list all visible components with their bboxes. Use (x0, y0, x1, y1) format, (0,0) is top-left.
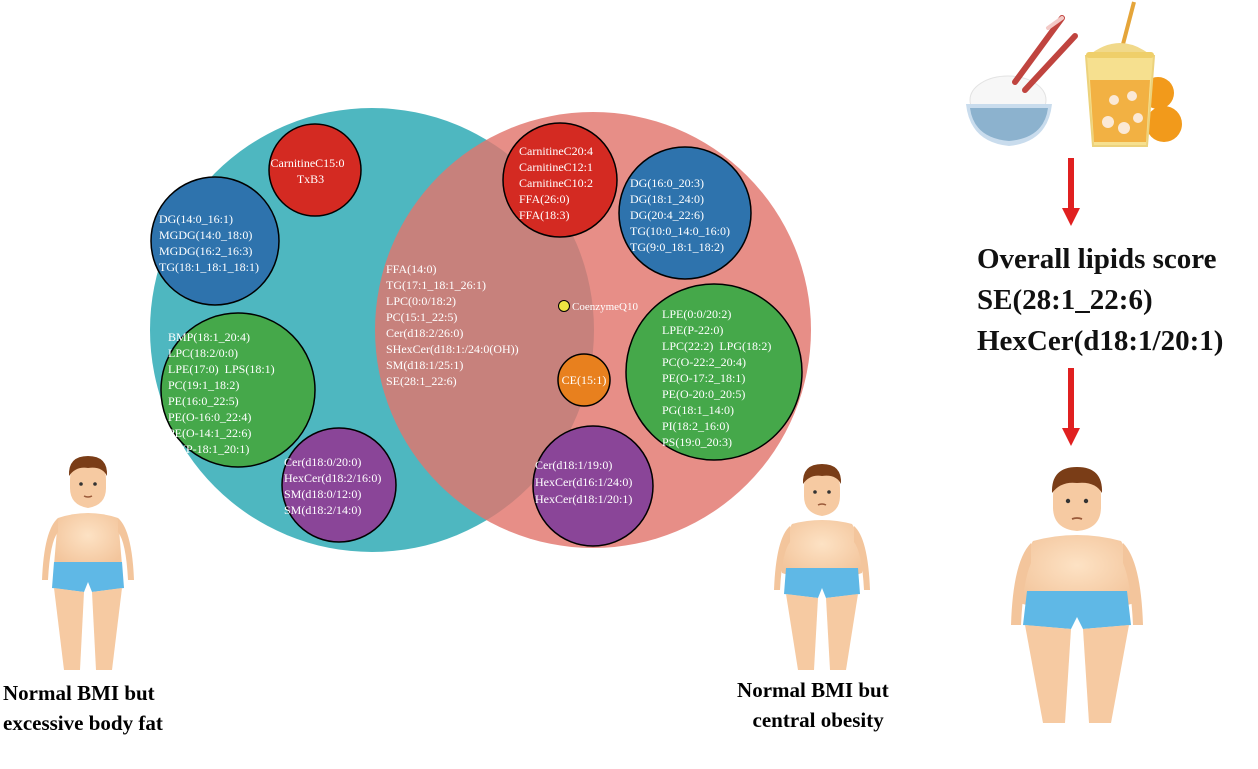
right-green-labels: LPE(0:0/20:2) LPE(P-22:0) LPC(22:2) LPG(… (0, 0, 786, 449)
left-red-cluster (268, 123, 362, 217)
lipid-label: TG(17:1_18:1_26:1) (386, 278, 486, 292)
score-title: Overall lipids score (977, 243, 1217, 275)
left-purple-labels: Cer(d18:0/20:0) HexCer(d18:2/16:0) SM(d1… (0, 0, 396, 517)
lipid-label: SE(28:1_22:6) (386, 374, 457, 388)
lipid-label: TG(18:1_18:1_18:1) (159, 260, 259, 274)
down-arrow-icon (1062, 158, 1080, 226)
left-blue-labels: DG(14:0_16:1) MGDG(14:0_18:0) MGDG(16:2_… (0, 0, 268, 274)
lipid-label: CarnitineC10:2 (519, 176, 593, 190)
left-red-labels: CarnitineC15:0 TxB3 (0, 0, 360, 186)
right-orange-label: CE(15:1) (562, 373, 607, 387)
lipid-label: PE(O-20:0_20:5) (662, 387, 745, 401)
person-obese-icon (1011, 467, 1143, 723)
lipid-label: LPE(17:0) LPS(18:1) (168, 362, 275, 376)
right-green-cluster (625, 283, 803, 461)
lipid-label: FFA(18:3) (519, 208, 569, 222)
right-red-cluster (502, 122, 618, 238)
lipid-label: Cer(d18:0/20:0) (284, 455, 361, 469)
person-central-obesity-icon (774, 464, 870, 670)
left-green-labels: BMP(18:1_20:4) LPC(18:2/0:0) LPE(17:0) L… (0, 0, 290, 456)
right-red-labels: CarnitineC20:4 CarnitineC12:1 CarnitineC… (0, 0, 608, 222)
lipid-label: LPC(22:2) LPG(18:2) (662, 339, 771, 353)
lipid-label: PS(19:0_20:3) (662, 435, 732, 449)
lipid-label: PG(18:1_14:0) (662, 403, 734, 417)
left-green-cluster (160, 312, 316, 468)
lipid-label: PI(18:2_16:0) (662, 419, 729, 433)
lipid-label: CarnitineC20:4 (519, 144, 593, 158)
bubble-tea-icon (1084, 1, 1182, 147)
left-blue-cluster (150, 176, 280, 306)
lipid-label: DG(16:0_20:3) (630, 176, 704, 190)
caption-central-obesity: Normal BMI but central obesity (737, 678, 889, 732)
overlap-labels: FFA(14:0) TG(17:1_18:1_26:1) LPC(0:0/18:… (0, 0, 534, 388)
right-blue-cluster (618, 146, 752, 280)
down-arrow-icon (1062, 368, 1080, 446)
lipid-label: PE(16:0_22:5) (168, 394, 239, 408)
lipid-label: FFA(26:0) (519, 192, 569, 206)
lipid-label: SM(d18:0/12:0) (284, 487, 361, 501)
lipid-label: MGDG(14:0_18:0) (159, 228, 252, 242)
lipid-label: LPE(P-22:0) (662, 323, 723, 337)
lipid-label: SM(d18:2/14:0) (284, 503, 361, 517)
lipid-label: MGDG(16:2_16:3) (159, 244, 252, 258)
lipid-label: PE(O-17:2_18:1) (662, 371, 745, 385)
lipid-label: PE(O-14:1_22:6) (168, 426, 251, 440)
right-blue-labels: DG(16:0_20:3) DG(18:1_24:0) DG(20:4_22:6… (0, 0, 745, 254)
caption-excess-fat: Normal BMI but excessive body fat (0, 0, 181, 735)
lipid-label: LPE(0:0/20:2) (662, 307, 731, 321)
right-purple-labels: Cer(d18:1/19:0) HexCer(d16:1/24:0) HexCe… (0, 0, 647, 506)
rice-bowl-icon (966, 15, 1078, 146)
lipid-label: TxB3 (297, 172, 324, 186)
lipid-label: HexCer(d18:2/16:0) (284, 471, 381, 485)
person-excess-fat-icon (42, 456, 134, 670)
lipid-label: HexCer(d16:1/24:0) (535, 475, 632, 489)
right-orange-cluster (557, 353, 611, 407)
score-line: SE(28:1_22:6) (977, 284, 1153, 316)
lipid-label: CarnitineC12:1 (519, 160, 593, 174)
lipid-label: PE(O-16:0_22:4) (168, 410, 251, 424)
lipid-label: DG(18:1_24:0) (630, 192, 704, 206)
lipid-label: TG(9:0_18:1_18:2) (630, 240, 724, 254)
lipid-label: Cer(d18:2/26:0) (386, 326, 463, 340)
lipid-label: PC(O-22:2_20:4) (662, 355, 746, 369)
lipid-label: DG(14:0_16:1) (159, 212, 233, 226)
lipid-label: FFA(14:0) (386, 262, 436, 276)
left-purple-cluster (281, 427, 397, 543)
right-yellow-dot (558, 300, 570, 312)
lipid-label: PC(19:1_18:2) (168, 378, 239, 392)
lipid-label: PC(15:1_22:5) (386, 310, 457, 324)
score-line: HexCer(d18:1/20:1) (977, 325, 1223, 357)
lipid-label: LPC(18:2/0:0) (168, 346, 238, 360)
lipid-label: LPC(0:0/18:2) (386, 294, 456, 308)
lipid-label: SM(d18:1/25:1) (386, 358, 463, 372)
lipid-label: BMP(18:1_20:4) (168, 330, 250, 344)
lipid-label: TG(10:0_14:0_16:0) (630, 224, 730, 238)
coenzyme-label: CoenzymeQ10 (572, 301, 638, 313)
right-purple-cluster (532, 425, 654, 547)
lipid-label: PE(P-18:1_20:1) (168, 442, 249, 456)
lipid-label: HexCer(d18:1/20:1) (535, 492, 632, 506)
lipid-label: DG(20:4_22:6) (630, 208, 704, 222)
lipid-label: SHexCer(d18:1:/24:0(OH)) (386, 342, 519, 356)
lipid-label: CarnitineC15:0 (271, 156, 345, 170)
lipid-label: Cer(d18:1/19:0) (535, 458, 612, 472)
